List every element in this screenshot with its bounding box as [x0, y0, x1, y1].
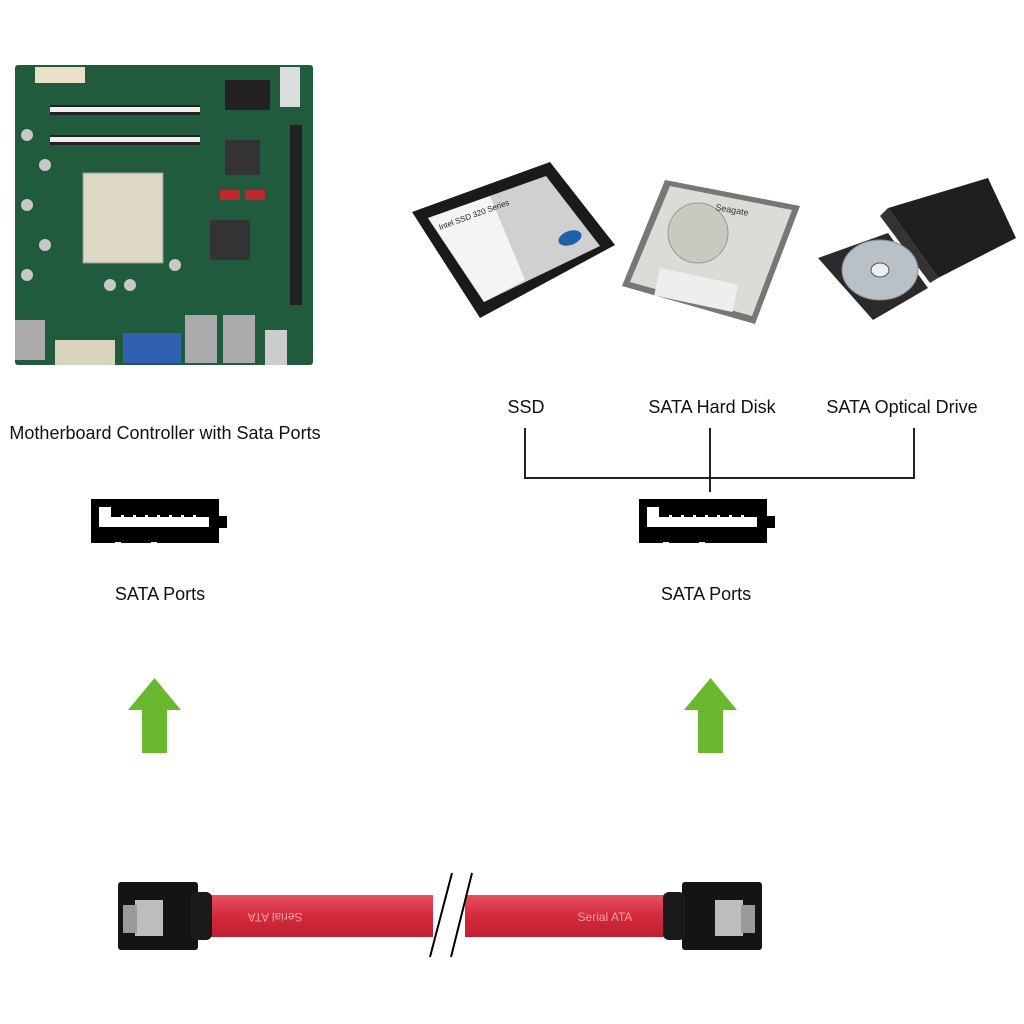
- sata-ports-label-left: SATA Ports: [114, 584, 206, 604]
- sata-port-icon: [91, 499, 227, 545]
- cable-connector-left: [118, 882, 212, 950]
- motherboard-label: Motherboard Controller with Sata Ports: [9, 423, 321, 443]
- hdd-image: Seagate: [622, 180, 800, 324]
- cable-text-left: Serial ATA: [248, 910, 303, 924]
- sata-ports-label-right: SATA Ports: [660, 584, 752, 604]
- cable-connector-right: [663, 882, 762, 950]
- optical-drive-label: SATA Optical Drive: [826, 397, 978, 417]
- ssd-label: SSD: [507, 397, 545, 417]
- motherboard-image: [15, 65, 313, 365]
- optical-drive-image: [818, 178, 1016, 320]
- ssd-image: Intel SSD 320 Series: [412, 162, 615, 318]
- sata-cable-image: Serial ATA Serial ATA: [118, 872, 762, 958]
- arrow-up-icon: [684, 678, 737, 753]
- cable-text-right: Serial ATA: [578, 910, 633, 924]
- sata-port-icon: [639, 499, 775, 545]
- hdd-label: SATA Hard Disk: [648, 397, 776, 417]
- arrow-up-icon: [128, 678, 181, 753]
